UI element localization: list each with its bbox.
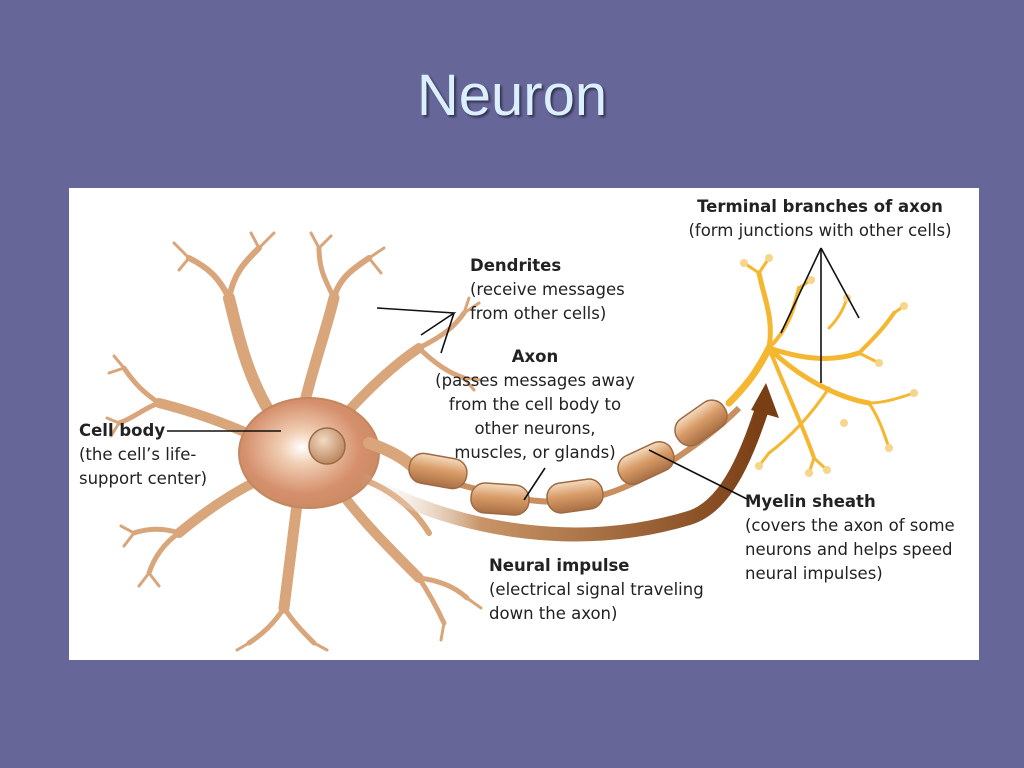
dendrites-heading: Dendrites [470, 256, 562, 275]
axon-desc-line-2: from the cell body to [448, 395, 622, 414]
impulse-arrowhead [751, 383, 779, 418]
leader-lines [167, 247, 860, 501]
neural-impulse-desc-line-2: down the axon) [489, 604, 618, 623]
terminal-leader-c [820, 247, 860, 319]
slide-title: Neuron [416, 63, 608, 128]
nucleus [308, 427, 346, 465]
cell-body-heading: Cell body [79, 421, 166, 440]
cell-body-soma [238, 397, 380, 509]
neuron-diagram: Cell body (the cell’s life- support cent… [69, 188, 979, 660]
neural-impulse-label: Neural impulse (electrical signal travel… [489, 554, 704, 626]
myelin-sheath-label: Myelin sheath (covers the axon of some n… [745, 490, 955, 586]
neural-impulse-desc-line-1: (electrical signal traveling [489, 580, 704, 599]
terminal-buttons [740, 254, 918, 477]
neural-impulse-heading: Neural impulse [489, 556, 630, 575]
impulse-arrow [352, 396, 771, 542]
dendrites-desc-line-1: (receive messages [470, 280, 625, 299]
myelin-sheath-desc-line-1: (covers the axon of some [745, 516, 955, 535]
dendrites-label: Dendrites (receive messages from other c… [470, 254, 625, 326]
myelin-sheath-desc-line-2: neurons and helps speed [745, 540, 953, 559]
neuron-illustration [105, 231, 918, 652]
dendrites-leader-a [376, 307, 457, 336]
axon-label: Axon (passes messages away from the cell… [425, 345, 645, 465]
cell-body-desc-line-1: (the cell’s life- [79, 445, 197, 464]
myelin-sheath-segments [408, 399, 742, 516]
myelin-leader [648, 449, 750, 501]
axon-desc-line-3: other neurons, [474, 419, 596, 438]
myelin-sheath-heading: Myelin sheath [745, 492, 876, 511]
dendrites-leader-b [440, 312, 455, 354]
terminal-branches-label: Terminal branches of axon (form junction… [675, 195, 965, 243]
terminal-branches-desc-line-1: (form junctions with other cells) [688, 221, 952, 240]
cell-body-desc-line-2: support center) [79, 469, 208, 488]
axon-heading: Axon [511, 347, 559, 366]
terminal-branches-heading: Terminal branches of axon [697, 197, 943, 216]
axon-desc-line-1: (passes messages away [435, 371, 635, 390]
dendrites-desc-line-2: from other cells) [470, 304, 607, 323]
terminal-leader-a [780, 247, 822, 334]
myelin-sheath-desc-line-3: neural impulses) [745, 564, 883, 583]
cell-body-label: Cell body (the cell’s life- support cent… [79, 419, 207, 491]
axon-leader [523, 467, 546, 501]
axon-desc-line-4: muscles, or glands) [454, 443, 616, 462]
